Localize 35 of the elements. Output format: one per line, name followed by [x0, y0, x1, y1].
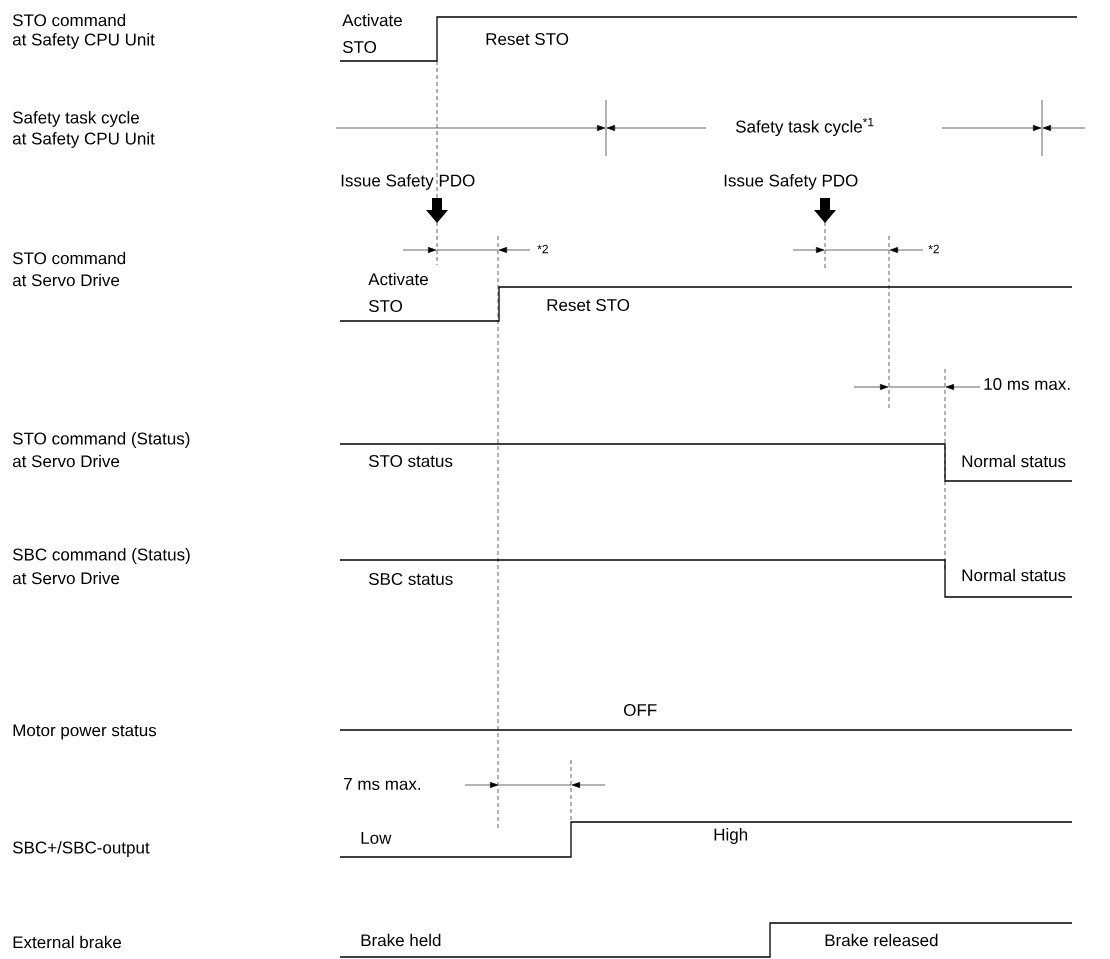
annotation: Safety task cycle$^{*1}$ [736, 118, 874, 136]
footnote-mark: *2 [537, 244, 548, 254]
annotation: Issue Safety PDO [724, 174, 858, 190]
annotation: Issue Safety PDO [341, 174, 475, 190]
state-label: STO [343, 41, 377, 54]
signal-name: STO command [12, 13, 126, 27]
state-label: Reset STO [547, 299, 630, 312]
signal-name: at Servo Drive [12, 571, 120, 585]
annotation: 7 ms max. [344, 778, 421, 790]
state-label: Brake held [361, 933, 441, 947]
state-label: Normal status [962, 568, 1066, 582]
state-label: Activate [342, 13, 402, 27]
signal-name: SBC+/SBC-output [12, 841, 150, 857]
state-label: OFF [624, 704, 657, 717]
footnote-mark: *2 [928, 244, 939, 254]
state-label: SBC status [369, 573, 453, 586]
state-label: Brake released [825, 933, 938, 947]
state-label: STO status [369, 455, 453, 468]
state-label: Low [361, 832, 392, 844]
signal-name: External brake [13, 935, 122, 949]
state-label: Reset STO [486, 33, 569, 46]
signal-name: STO command (Status) [12, 432, 190, 448]
state-label: High [714, 828, 748, 844]
signal-name: at Servo Drive [12, 273, 120, 287]
signal-name: Safety task cycle [12, 111, 139, 127]
signal-name: at Servo Drive [12, 454, 120, 468]
state-label: Normal status [962, 454, 1066, 468]
signal-name: SBC command (Status) [12, 548, 190, 564]
state-label: STO [369, 300, 403, 313]
signal-name: Motor power status [13, 724, 157, 740]
signal-name: at Safety CPU Unit [12, 132, 155, 148]
signal-name: at Safety CPU Unit [12, 33, 155, 49]
annotation: 10 ms max. [984, 378, 1070, 391]
signal-name: STO command [12, 251, 126, 265]
state-label: Activate [368, 272, 428, 286]
